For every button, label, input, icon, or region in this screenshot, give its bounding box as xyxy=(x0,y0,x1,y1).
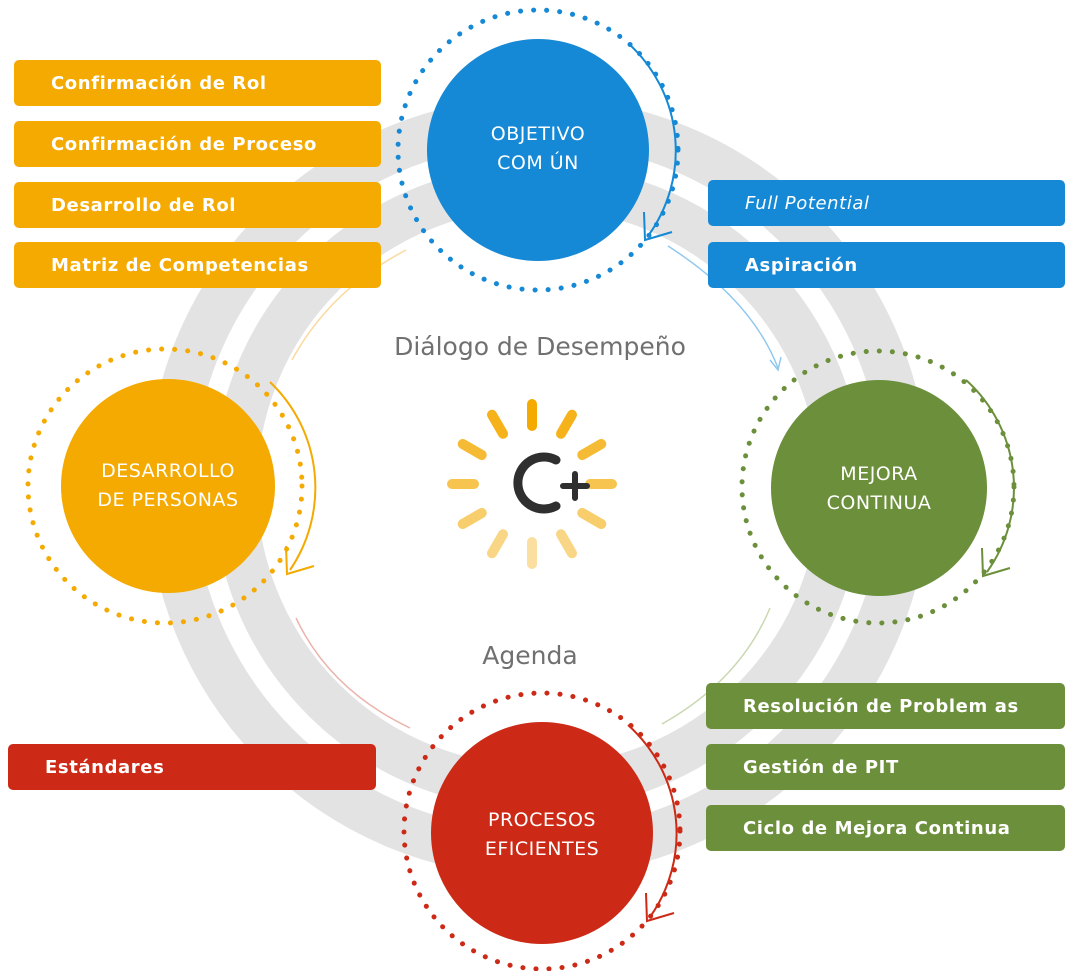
sun-ray xyxy=(487,409,508,439)
procesos-label: PROCESOS EFICIENTES xyxy=(484,809,600,860)
desarrollo-dotted-ring xyxy=(25,346,305,626)
desarrollo-circle xyxy=(61,379,275,593)
tag-ciclo-mejora: Ciclo de Mejora Continua xyxy=(706,805,1065,851)
tag-gestion-pit: Gestión de PIT xyxy=(706,744,1065,790)
agenda-label: Agenda xyxy=(482,641,578,670)
sun-ray xyxy=(457,508,487,529)
tag-estandares: Estándares xyxy=(8,744,376,790)
objetivo-label: OBJETIVO COM ÚN xyxy=(490,123,586,174)
mejora-circle xyxy=(771,380,987,596)
tag-confirmacion-proceso: Confirmación de Proceso xyxy=(14,121,381,167)
procesos-cycle-arrow xyxy=(627,724,678,918)
desarrollo-label: DESARROLLO DE PERSONAS xyxy=(97,460,239,511)
objetivo-dotted-ring xyxy=(395,7,681,293)
desarrollo-arrowhead xyxy=(285,545,315,576)
tag-resolucion-problemas: Resolución de Problem as xyxy=(706,683,1065,729)
tag-desarrollo-rol: Desarrollo de Rol xyxy=(14,182,381,228)
sun-ray xyxy=(577,439,607,460)
dialogo-label: Diálogo de Desempeño xyxy=(394,332,686,361)
tag-aspiracion: Aspiración xyxy=(708,242,1065,288)
objetivo-cycle-arrow xyxy=(628,43,677,237)
logo-c-icon xyxy=(513,452,561,514)
sun-rays-icon xyxy=(447,399,617,569)
mejora-label: MEJORA CONTINUA xyxy=(826,463,932,514)
mejora-arrowhead xyxy=(981,547,1011,578)
arrowhead-objetivo-mejora xyxy=(769,356,782,372)
sun-ray xyxy=(556,529,577,559)
objetivo-circle xyxy=(427,39,649,261)
connector-desarrollo-objetivo xyxy=(291,249,407,361)
connector-objetivo-mejora xyxy=(667,245,779,369)
procesos-dotted-ring xyxy=(401,690,683,971)
sun-ray xyxy=(556,409,577,439)
logo-plus-icon xyxy=(560,471,590,501)
tag-full-potential: Full Potential xyxy=(708,180,1065,226)
tag-matriz-competencias: Matriz de Competencias xyxy=(14,242,381,288)
desarrollo-cycle-arrow xyxy=(269,381,317,571)
sun-ray xyxy=(487,529,508,559)
sun-ray xyxy=(457,439,487,460)
objetivo-arrowhead xyxy=(643,211,673,242)
connector-mejora-procesos xyxy=(661,607,771,725)
procesos-arrowhead xyxy=(645,892,675,923)
mejora-cycle-arrow xyxy=(965,379,1015,573)
connector-procesos-desarrollo xyxy=(295,617,411,729)
procesos-circle xyxy=(431,722,653,944)
tag-confirmacion-rol: Confirmación de Rol xyxy=(14,60,381,106)
sun-ray xyxy=(577,508,607,529)
